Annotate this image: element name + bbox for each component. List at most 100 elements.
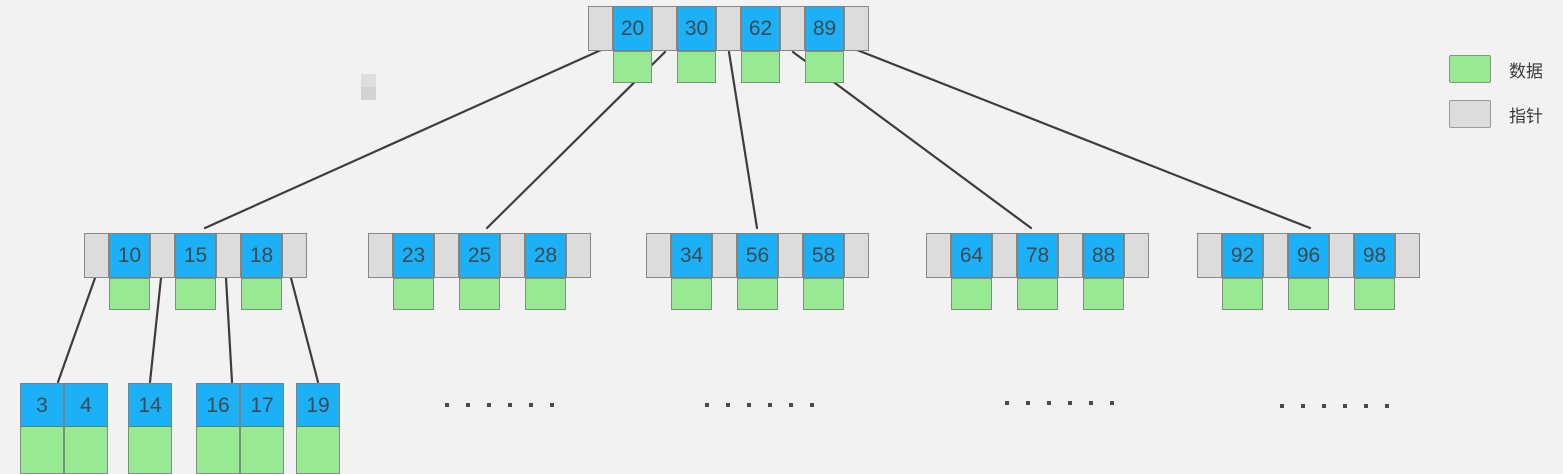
root-key-1: 30 — [677, 6, 716, 83]
leaf-0-key-label-1: 4 — [64, 383, 108, 426]
leaf-node-3: 19 — [296, 383, 340, 474]
internal-node-4: 92 96 98 — [1197, 233, 1420, 310]
internal-4-pointer-3 — [1395, 233, 1420, 310]
ellipsis-dot — [445, 403, 449, 407]
ellipsis-dot — [768, 403, 772, 407]
internal-3-key-1: 78 — [1017, 233, 1058, 310]
ellipsis-dot — [487, 403, 491, 407]
leaf-2-cell-0: 16 — [196, 383, 240, 474]
ellipsis-group-3 — [1280, 404, 1389, 408]
internal-2-data-2 — [803, 278, 844, 310]
leaf-3-data-0 — [296, 426, 340, 474]
internal-2-data-0 — [671, 278, 712, 310]
internal-0-data-1 — [175, 278, 216, 310]
internal-3-pointer-0 — [926, 233, 951, 310]
root-key-0: 20 — [613, 6, 652, 83]
leaf-1-data-0 — [128, 426, 172, 474]
internal-3-key-0: 64 — [951, 233, 992, 310]
internal-node-0: 10 15 18 — [84, 233, 307, 310]
root-key-2: 62 — [741, 6, 780, 83]
internal-1-key-2: 28 — [525, 233, 566, 310]
root-data-0 — [613, 51, 652, 83]
ellipsis-dot — [1026, 401, 1030, 405]
internal-0-pointer-0 — [84, 233, 109, 310]
root-data-1 — [677, 51, 716, 83]
internal-4-key-label-2: 98 — [1354, 233, 1395, 278]
internal-node-1: 23 25 28 — [368, 233, 591, 310]
ellipsis-dot — [466, 403, 470, 407]
internal-3-pointer-3 — [1124, 233, 1149, 310]
internal-4-pointer-0 — [1197, 233, 1222, 310]
internal-0-pointer-1 — [150, 233, 175, 310]
internal-2-key-label-1: 56 — [737, 233, 778, 278]
leaf-0-data-1 — [64, 426, 108, 474]
internal-3-data-1 — [1017, 278, 1058, 310]
data-swatch-icon — [1449, 55, 1491, 83]
root-pointer-3 — [780, 6, 805, 83]
root-data-3 — [805, 51, 844, 83]
ellipsis-dot — [810, 403, 814, 407]
stray-artifact — [361, 74, 376, 100]
internal-2-key-0: 34 — [671, 233, 712, 310]
leaf-1-key-label-0: 14 — [128, 383, 172, 426]
internal-0-data-2 — [241, 278, 282, 310]
internal-3-key-label-0: 64 — [951, 233, 992, 278]
leaf-2-key-label-0: 16 — [196, 383, 240, 426]
root-node: 20 30 62 89 — [588, 6, 869, 83]
internal-2-key-label-2: 58 — [803, 233, 844, 278]
internal-4-data-0 — [1222, 278, 1263, 310]
internal-2-key-1: 56 — [737, 233, 778, 310]
leaf-node-2: 16 17 — [196, 383, 284, 474]
legend-item-pointer: 指针 — [1449, 100, 1543, 128]
root-key-label-0: 20 — [613, 6, 652, 51]
internal-0-pointer-2 — [216, 233, 241, 310]
leaf-3-key-label-0: 19 — [296, 383, 340, 426]
internal-0-key-label-0: 10 — [109, 233, 150, 278]
internal-node-3: 64 78 88 — [926, 233, 1149, 310]
root-key-3: 89 — [805, 6, 844, 83]
legend: 数据 指针 — [1449, 55, 1543, 145]
internal-2-key-label-0: 34 — [671, 233, 712, 278]
internal-1-data-2 — [525, 278, 566, 310]
pointer-swatch-icon — [1449, 100, 1491, 128]
internal-1-data-0 — [393, 278, 434, 310]
internal-3-key-2: 88 — [1083, 233, 1124, 310]
legend-label-pointer: 指针 — [1509, 106, 1543, 126]
leaf-node-0: 3 4 — [20, 383, 108, 474]
internal-0-pointer-3 — [282, 233, 307, 310]
internal-2-pointer-1 — [712, 233, 737, 310]
edge-root-0 — [203, 48, 603, 230]
internal-1-key-1: 25 — [459, 233, 500, 310]
ellipsis-dot — [1280, 404, 1284, 408]
internal-4-key-1: 96 — [1288, 233, 1329, 310]
internal-4-data-1 — [1288, 278, 1329, 310]
ellipsis-dot — [789, 403, 793, 407]
internal-2-key-2: 58 — [803, 233, 844, 310]
ellipsis-dot — [1301, 404, 1305, 408]
leaf-2-key-label-1: 17 — [240, 383, 284, 426]
legend-item-data: 数据 — [1449, 55, 1543, 83]
leaf-0-cell-1: 4 — [64, 383, 108, 474]
legend-label-data: 数据 — [1509, 61, 1543, 81]
internal-4-key-2: 98 — [1354, 233, 1395, 310]
edge-root-4 — [855, 48, 1312, 230]
leaf-1-cell-0: 14 — [128, 383, 172, 474]
root-pointer-0 — [588, 6, 613, 83]
ellipsis-dot — [1343, 404, 1347, 408]
ellipsis-dot — [747, 403, 751, 407]
ellipsis-dot — [705, 403, 709, 407]
internal-2-pointer-2 — [778, 233, 803, 310]
ellipsis-dot — [529, 403, 533, 407]
internal-4-key-label-1: 96 — [1288, 233, 1329, 278]
internal-4-data-2 — [1354, 278, 1395, 310]
leaf-2-data-0 — [196, 426, 240, 474]
internal-4-key-0: 92 — [1222, 233, 1263, 310]
root-pointer-1 — [652, 6, 677, 83]
root-key-label-3: 89 — [805, 6, 844, 51]
internal-1-pointer-2 — [500, 233, 525, 310]
root-pointer-2 — [716, 6, 741, 83]
internal-1-key-label-2: 28 — [525, 233, 566, 278]
root-pointer-4 — [844, 6, 869, 83]
internal-0-key-label-1: 15 — [175, 233, 216, 278]
internal-3-key-label-1: 78 — [1017, 233, 1058, 278]
